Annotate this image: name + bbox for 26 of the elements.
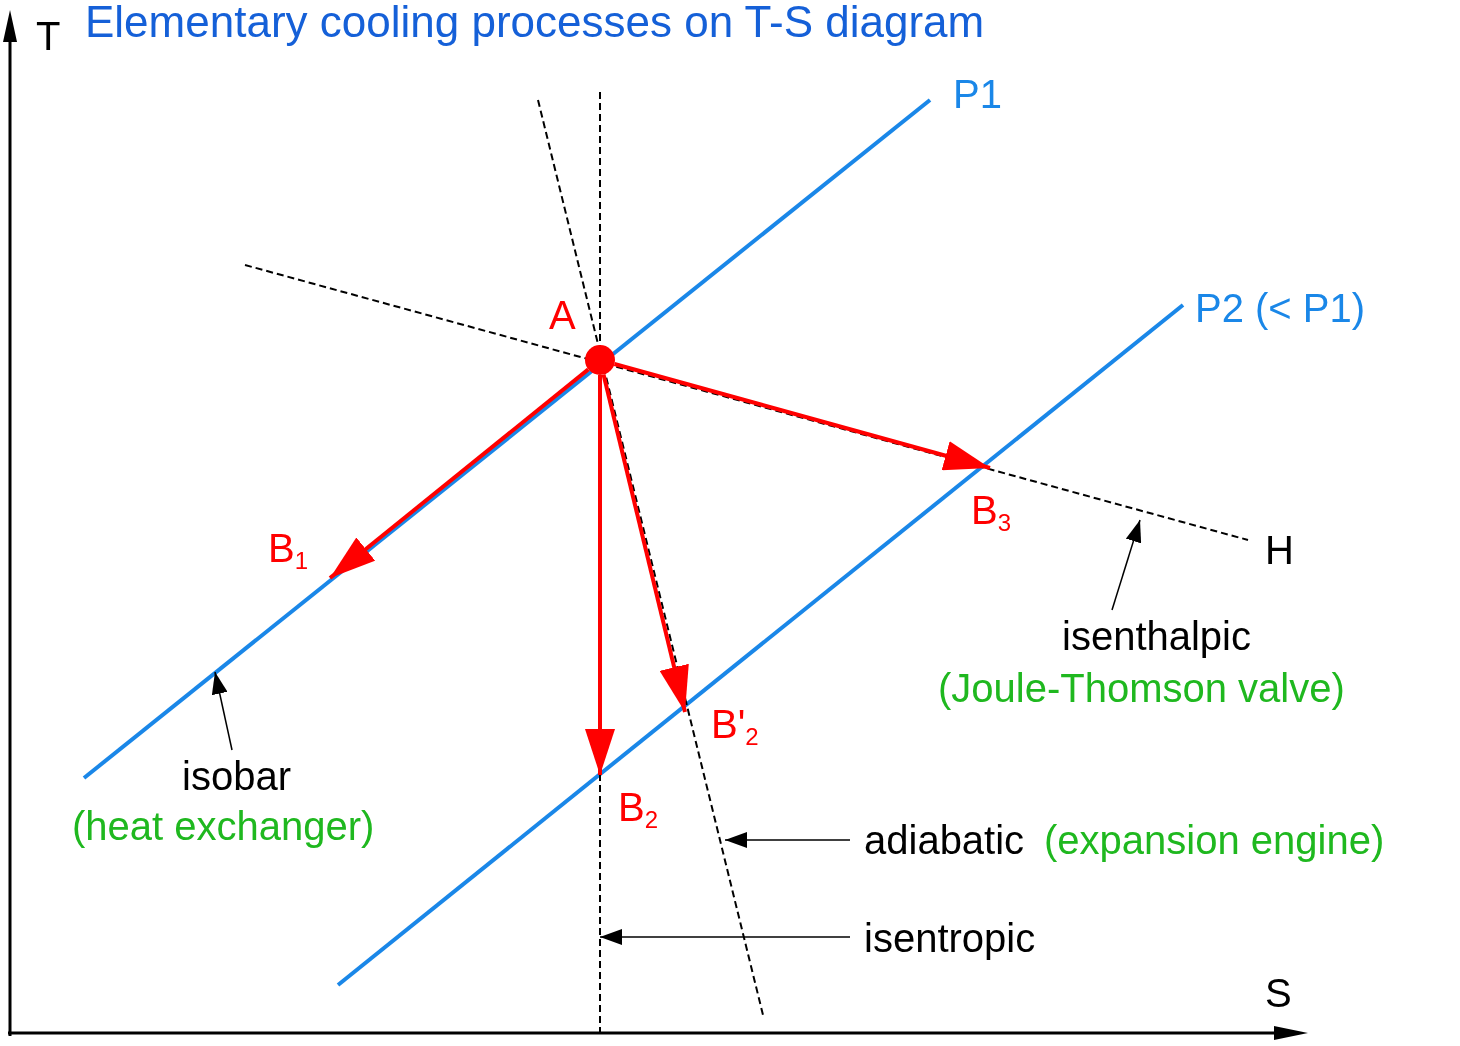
leader-line: [724, 832, 851, 848]
title: Elementary cooling processes on T-S diagram: [85, 0, 985, 44]
point-label: B$_{2}$: [618, 787, 659, 827]
point-label: B$_{3}$: [971, 490, 1012, 530]
process-label: isobar: [182, 756, 291, 796]
axis-label: S: [1265, 973, 1292, 1013]
axis-label: T: [36, 16, 61, 56]
point-label: A: [549, 295, 576, 335]
leader-line: [211, 671, 233, 751]
process-arrow: [328, 367, 590, 580]
process-label: (expansion engine): [1044, 820, 1385, 860]
process-label: isentropic: [864, 918, 1036, 958]
leader-line: [1111, 519, 1142, 611]
point-label: B'$_{2}$: [711, 704, 759, 744]
process-arrow: [613, 362, 991, 471]
leader-line: [599, 929, 851, 945]
point-label: B$_{1}$: [268, 528, 309, 568]
process-arrow: [585, 375, 615, 775]
pressure-label: P2 (< P1): [1195, 288, 1366, 328]
process-label: isenthalpic: [1062, 616, 1251, 656]
line-label: H: [1265, 530, 1294, 570]
process-label: (Joule-Thomson valve): [938, 668, 1345, 708]
process-arrow: [601, 374, 689, 713]
process-label: (heat exchanger): [72, 806, 375, 846]
process-label: adiabatic: [864, 820, 1025, 860]
pressure-label: P1: [953, 74, 1002, 114]
